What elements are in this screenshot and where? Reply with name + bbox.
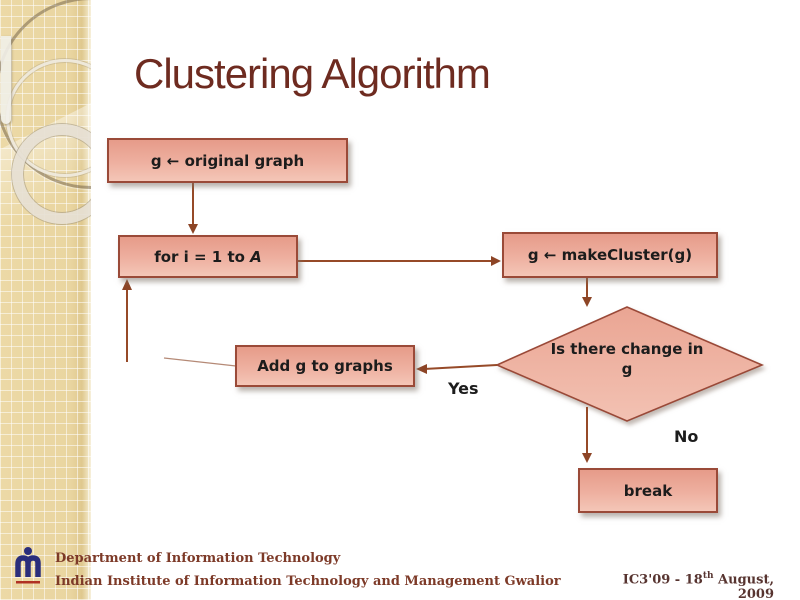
node-makecluster: g ← makeCluster(g)	[502, 232, 718, 278]
footer-institute: Indian Institute of Information Technolo…	[55, 574, 561, 589]
decision-diamond-shape	[495, 306, 765, 422]
node-makecluster-label: g ← makeCluster(g)	[527, 246, 693, 264]
arrowhead-down-decision	[582, 297, 592, 307]
node-add-graphs: Add g to graphs	[235, 345, 415, 387]
for-loop-label-prefix: for i = 1 to	[154, 247, 251, 266]
arrowhead-left-add	[416, 364, 427, 374]
sidebar-tab-shape	[1, 36, 11, 124]
footer-department: Department of Information Technology	[55, 551, 341, 566]
arrowhead-down-break	[582, 453, 592, 463]
footer-date-prefix: IC3'09 - 18	[622, 572, 703, 588]
logo-motto-text-line	[16, 581, 40, 584]
node-for-loop: for i = 1 to A	[118, 235, 298, 278]
node-break: break	[578, 468, 718, 513]
arrowhead-up-loop	[122, 279, 132, 290]
logo-m-shape	[15, 555, 41, 577]
node-for-loop-label: for i = 1 to A	[154, 248, 262, 266]
node-add-graphs-label: Add g to graphs	[257, 357, 393, 375]
footer-conference-date: IC3'09 - 18th August, 2009	[604, 571, 774, 600]
footer-date-suffix: August, 2009	[713, 572, 774, 600]
edge-label-no: No	[674, 427, 699, 446]
node-original-graph: g ← original graph	[107, 138, 348, 183]
iiitm-gwalior-logo	[15, 547, 41, 584]
connector-decision-add	[423, 364, 498, 370]
for-loop-label-var: A	[250, 247, 262, 266]
node-original-graph-label: g ← original graph	[150, 151, 305, 170]
decision-label-line1: Is there change in	[550, 340, 704, 358]
arrowhead-right-makecluster	[491, 256, 501, 266]
decision-diamond-label: Is there change in g	[517, 339, 737, 379]
thick-ring	[12, 124, 91, 224]
sidebar-decoration	[0, 0, 91, 600]
footer-date-superscript: th	[702, 571, 714, 581]
logo-dot	[24, 547, 32, 555]
decision-label-line2: g	[621, 360, 633, 378]
page-title: Clustering Algorithm	[134, 50, 491, 97]
node-break-label: break	[623, 481, 673, 500]
connector-add-loopback	[163, 357, 237, 367]
arrowhead-down-loop	[188, 224, 198, 234]
edge-label-yes: Yes	[448, 379, 479, 398]
